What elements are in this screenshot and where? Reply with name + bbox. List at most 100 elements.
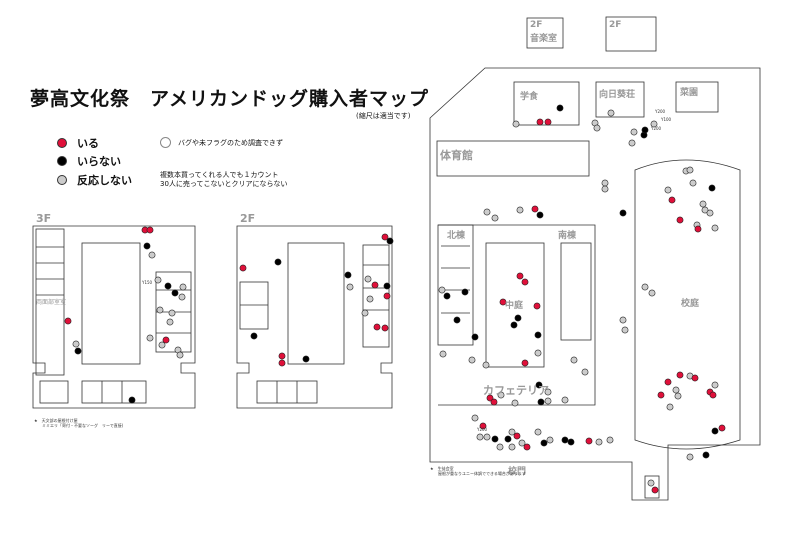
- buyer-dot-none: [606, 436, 614, 444]
- buyer-dot-none: [534, 428, 542, 436]
- buyer-dot-none: [570, 356, 578, 364]
- legend-no: いらない: [57, 153, 121, 169]
- buyer-dot-yes: [146, 226, 154, 234]
- buyer-dot-yes: [523, 443, 531, 451]
- garden-label: 菜園: [680, 88, 699, 98]
- courtyard-label: 中庭: [505, 301, 524, 311]
- buyer-dot-yes: [162, 336, 170, 344]
- footnote-right-2: 屋根が重なりユニー体調でできる場合があります: [430, 471, 526, 476]
- buyer-dot-no: [250, 332, 258, 340]
- buyer-dot-no: [619, 209, 627, 217]
- buyer-dot-yes: [383, 292, 391, 300]
- buyer-dot-no: [561, 436, 569, 444]
- buyer-dot-none: [483, 208, 491, 216]
- buyer-dot-none: [699, 200, 707, 208]
- buyer-dot-no: [344, 271, 352, 279]
- south-wing-label: 南棟: [558, 231, 577, 241]
- buyer-dot-yes: [694, 225, 702, 233]
- buyer-dot-no: [540, 439, 548, 447]
- buyer-dot-none: [158, 341, 166, 349]
- buyer-dot-none: [491, 214, 499, 222]
- legend-no-icon: [57, 156, 67, 166]
- buyer-dot-none: [468, 356, 476, 364]
- buyer-dot-yes: [490, 398, 498, 406]
- buyer-dot-yes: [676, 216, 684, 224]
- schoolyard-label: 校庭: [681, 299, 700, 309]
- buyer-dot-none: [711, 224, 719, 232]
- buyer-dot-yes: [544, 118, 552, 126]
- buyer-dot-none: [544, 388, 552, 396]
- buyer-dot-yes: [278, 359, 286, 367]
- buyer-dot-no: [443, 292, 451, 300]
- buyer-dot-none: [593, 124, 601, 132]
- gate-label: 校門: [508, 467, 527, 477]
- buyer-dot-yes: [718, 424, 726, 432]
- legend-bug: バグや未フラグのため調査できず: [160, 137, 283, 148]
- buyer-dot-no: [383, 282, 391, 290]
- buyer-dot-no: [711, 427, 719, 435]
- footnote-right-1: ★ 生徒会室: [430, 466, 454, 471]
- buyer-dot-none: [471, 414, 479, 422]
- buyer-dot-none: [156, 306, 164, 314]
- buyer-dot-yes: [676, 371, 684, 379]
- buyer-dot-yes: [664, 378, 672, 386]
- sunflower-label: 向日葵荘: [599, 90, 636, 100]
- buyer-dot-no: [491, 435, 499, 443]
- buyer-dot-none: [672, 386, 680, 394]
- buyer-dot-none: [641, 283, 649, 291]
- buyer-dot-no: [471, 333, 479, 341]
- buyer-dot-yes: [668, 196, 676, 204]
- buyer-dot-none: [346, 283, 354, 291]
- buyer-dot-none: [686, 166, 694, 174]
- buyer-dot-no: [453, 316, 461, 324]
- buyer-dot-yes: [521, 359, 529, 367]
- buyer-dot-none: [581, 368, 589, 376]
- student-council-label: 両面部室室: [36, 299, 67, 306]
- page-title: 夢高文化祭 アメリカンドッグ購入者マップ: [30, 88, 430, 110]
- buyer-dot-none: [546, 436, 554, 444]
- buyer-dot-none: [148, 251, 156, 259]
- scale-note: (縮尺は適当です): [356, 112, 411, 120]
- buyer-dot-yes: [499, 298, 507, 306]
- legend-none-label: 反応しない: [77, 174, 132, 187]
- buyer-dot-yes: [585, 437, 593, 445]
- buyer-dot-no: [274, 258, 282, 266]
- stall-label-2: Y100: [661, 117, 672, 122]
- music-floor-label: 2F: [530, 20, 543, 30]
- count-note-1: 複数本買ってくれる人でも１カウント: [160, 171, 279, 179]
- buyer-dot-none: [168, 309, 176, 317]
- buyer-dot-no: [641, 126, 649, 134]
- buyer-dot-none: [711, 381, 719, 389]
- stall-label-5: Y200: [477, 427, 488, 432]
- buyer-dot-none: [366, 295, 374, 303]
- buyer-dot-yes: [64, 317, 72, 325]
- buyer-dot-none: [439, 350, 447, 358]
- buyer-dot-none: [544, 397, 552, 405]
- legend-none: 反応しない: [57, 172, 132, 188]
- buyer-dot-no: [74, 347, 82, 355]
- buyer-dot-none: [706, 209, 714, 217]
- buyer-dot-none: [561, 396, 569, 404]
- legend-yes-label: いる: [77, 137, 99, 150]
- footnote-left-1: ★ 天文部の屋根付け屋: [34, 418, 78, 423]
- buyer-dot-yes: [709, 391, 717, 399]
- floor-3f-label: 3F: [36, 212, 52, 225]
- legend-no-label: いらない: [77, 155, 121, 168]
- buyer-dot-yes: [479, 422, 487, 430]
- north-wing-label: 北棟: [447, 231, 466, 241]
- stall-label-4: Y150: [142, 280, 153, 285]
- buyer-dot-none: [176, 351, 184, 359]
- buyer-dot-none: [686, 453, 694, 461]
- buyer-dot-yes: [651, 486, 659, 494]
- buyer-dot-none: [482, 361, 490, 369]
- buyer-dot-yes: [533, 302, 541, 310]
- buyer-dot-none: [701, 206, 709, 214]
- legend-yes-icon: [57, 138, 67, 148]
- buyer-dot-none: [601, 185, 609, 193]
- cafeteria2-label: カフェテリア: [483, 384, 549, 397]
- legend-yes: いる: [57, 135, 99, 151]
- buyer-dot-none: [438, 286, 446, 294]
- buyer-dot-none: [689, 179, 697, 187]
- buyer-dot-no: [171, 289, 179, 297]
